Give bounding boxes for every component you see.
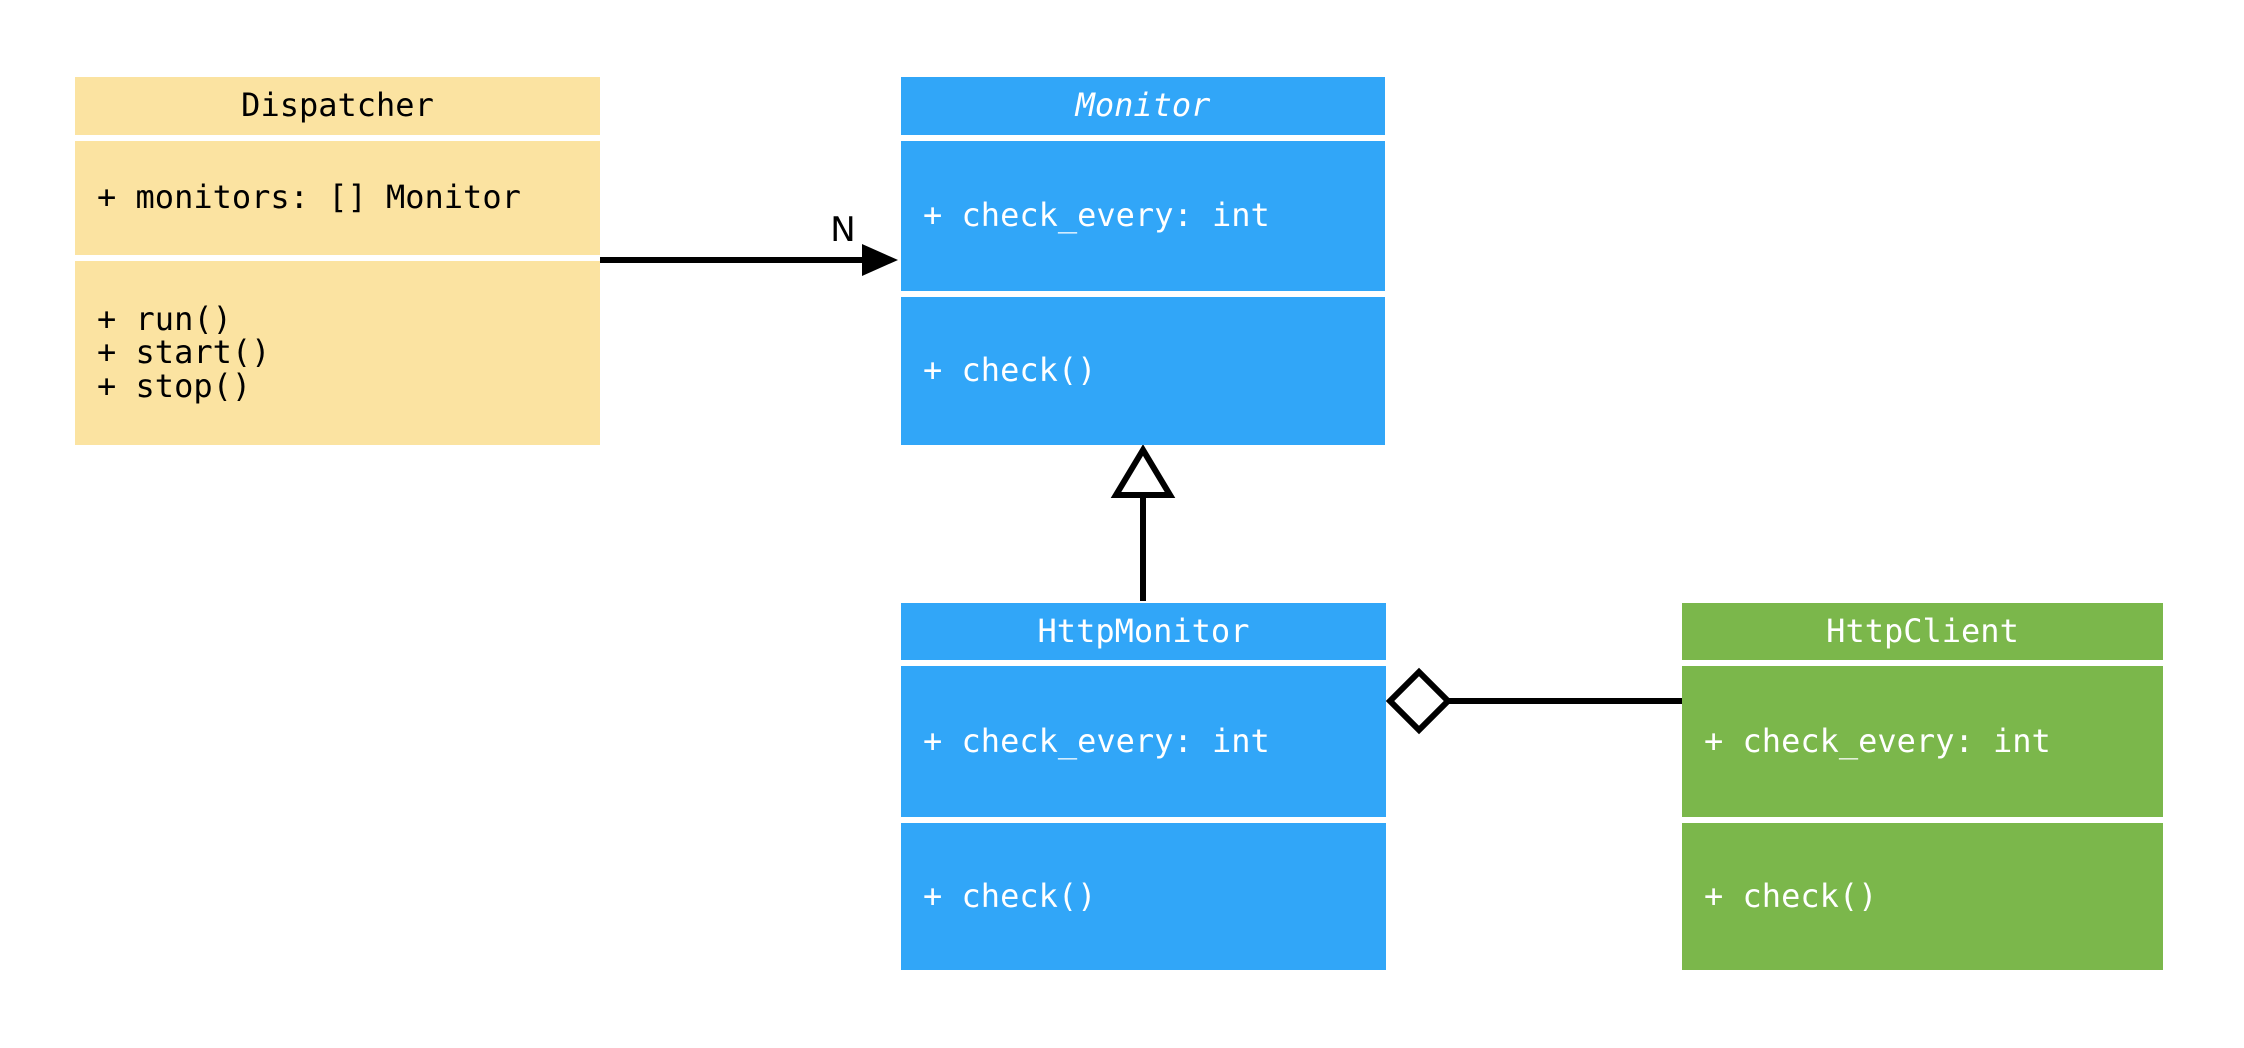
class-httpclient-methods-compartment: + check(): [1682, 823, 2163, 970]
class-httpmonitor-method: + check(): [923, 876, 1097, 915]
class-httpmonitor-attributes-compartment: + check_every: int: [901, 666, 1386, 817]
class-dispatcher: Dispatcher + monitors: [] Monitor + run(…: [75, 77, 600, 445]
class-dispatcher-method: + start(): [97, 333, 271, 372]
class-dispatcher-name: Dispatcher: [241, 86, 434, 125]
inheritance-httpmonitor-monitor: [1110, 444, 1176, 601]
class-httpclient-attributes-compartment: + check_every: int: [1682, 666, 2163, 817]
class-httpmonitor-methods-compartment: + check(): [901, 823, 1386, 970]
class-httpmonitor: HttpMonitor + check_every: int + check(): [901, 603, 1386, 970]
class-monitor-name: Monitor: [1075, 86, 1211, 125]
class-httpmonitor-name: HttpMonitor: [1037, 611, 1250, 650]
class-httpclient-title-compartment: HttpClient: [1682, 603, 2163, 660]
aggregation-httpmonitor-httpclient: [1385, 667, 1682, 735]
class-monitor-method: + check(): [923, 351, 1097, 390]
class-monitor-title-compartment: Monitor: [901, 77, 1385, 135]
class-dispatcher-method: + run(): [97, 299, 232, 338]
class-monitor: Monitor + check_every: int + check(): [901, 77, 1385, 445]
class-dispatcher-title-compartment: Dispatcher: [75, 77, 600, 135]
class-monitor-attribute: + check_every: int: [923, 196, 1270, 235]
association-dispatcher-monitor: [600, 244, 898, 276]
class-monitor-attributes-compartment: + check_every: int: [901, 141, 1385, 291]
class-httpclient-name: HttpClient: [1826, 611, 2019, 650]
class-dispatcher-method: + stop(): [97, 366, 252, 405]
class-dispatcher-attributes-compartment: + monitors: [] Monitor: [75, 141, 600, 255]
class-httpclient: HttpClient + check_every: int + check(): [1682, 603, 2163, 970]
class-dispatcher-methods-compartment: + run() + start() + stop(): [75, 261, 600, 445]
class-httpclient-method: + check(): [1704, 876, 1878, 915]
class-httpmonitor-title-compartment: HttpMonitor: [901, 603, 1386, 660]
association-multiplicity-label: N: [830, 210, 856, 250]
class-dispatcher-attribute: + monitors: [] Monitor: [97, 178, 521, 217]
class-httpmonitor-attribute: + check_every: int: [923, 721, 1270, 760]
class-httpclient-attribute: + check_every: int: [1704, 721, 2051, 760]
class-monitor-methods-compartment: + check(): [901, 297, 1385, 445]
